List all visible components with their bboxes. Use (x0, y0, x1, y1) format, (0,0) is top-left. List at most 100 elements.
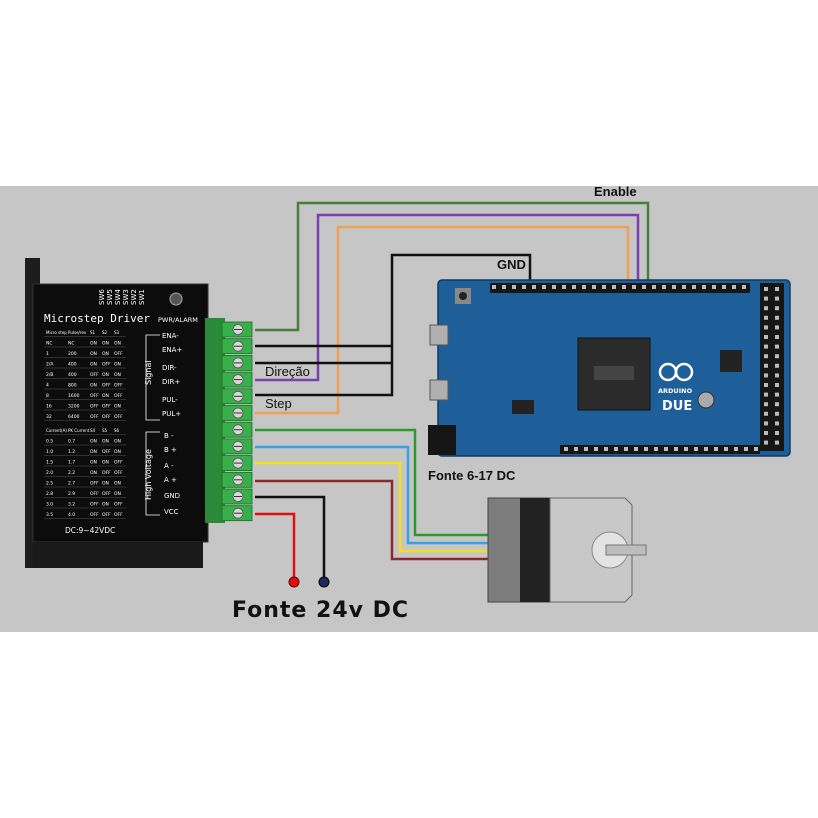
pin-icon (754, 447, 758, 451)
pin-icon (584, 447, 588, 451)
wire-power-red (255, 512, 296, 578)
table-cell: ON (114, 439, 121, 445)
table-header-cell: Micro step (46, 330, 67, 335)
arduino-model: DUE (662, 399, 692, 414)
switch-labels: SW6 SW5 SW4 SW3 SW2 SW1 (98, 289, 146, 305)
table-cell: ON (102, 481, 109, 487)
pin-icon (764, 402, 768, 407)
pin-icon (684, 447, 688, 451)
pin-icon (622, 285, 626, 289)
terminal-label: VCC (164, 508, 179, 516)
motor-shaft (605, 544, 647, 556)
pin-icon (692, 285, 696, 289)
pin-icon (775, 392, 779, 397)
usb-port-icon (429, 324, 449, 346)
pin-icon (775, 421, 779, 426)
table-cell: 2/B (46, 372, 53, 378)
table-cell: 1.2 (68, 449, 75, 455)
terminal-block-back (205, 318, 225, 523)
table-cell: ON (90, 383, 97, 389)
table-cell: OFF (114, 512, 123, 518)
terminal-label: DIR+ (162, 378, 180, 386)
table-cell: 4 (46, 383, 49, 389)
pwr-alarm-label: PWR/ALARM (158, 316, 198, 324)
motor-body-stripe (520, 498, 550, 602)
hv-bracket (145, 431, 160, 516)
mcu-logo-icon (594, 366, 634, 380)
switch-label: SW2 (130, 289, 138, 305)
table-cell: 1.7 (68, 460, 75, 466)
table-cell: ON (114, 341, 121, 347)
table-cell: ON (102, 393, 109, 399)
fonte-24v-label: Fonte 24v DC (232, 598, 409, 623)
terminal-label: A + (164, 476, 177, 484)
wire-motor-brown (255, 479, 492, 561)
pin-icon (562, 285, 566, 289)
table-cell: OFF (90, 491, 99, 497)
table-cell: OFF (102, 491, 111, 497)
table-cell: OFF (90, 393, 99, 399)
terminal-label: DIR- (162, 364, 177, 372)
pin-icon (592, 285, 596, 289)
table-cell: OFF (102, 383, 111, 389)
table-cell: OFF (114, 502, 123, 508)
table-cell: OFF (90, 404, 99, 410)
table-cell: OFF (102, 414, 111, 420)
table-cell: 0.5 (46, 439, 53, 445)
table-cell: OFF (114, 383, 123, 389)
table-cell: ON (102, 439, 109, 445)
table-cell: 8 (46, 393, 49, 399)
table-cell: ON (90, 351, 97, 357)
switch-label: SW3 (122, 289, 130, 305)
table-header-cell: S6 (114, 428, 120, 433)
table-header-cell: PK Current (68, 428, 90, 433)
table-cell: OFF (90, 372, 99, 378)
arduino-right-header (760, 283, 784, 451)
pin-icon (604, 447, 608, 451)
table-cell: ON (102, 460, 109, 466)
fonte-arduino-label: Fonte 6-17 DC (428, 468, 516, 483)
direcao-label: Direção (265, 364, 310, 379)
pin-icon (775, 315, 779, 320)
pin-icon (775, 287, 779, 291)
table-cell: OFF (114, 414, 123, 420)
pin-icon (775, 431, 779, 435)
table-cell: ON (102, 502, 109, 508)
pin-icon (704, 447, 708, 451)
table-cell: OFF (102, 470, 111, 476)
table-cell: OFF (114, 351, 123, 357)
table-header-cell: S3 (114, 330, 120, 335)
pin-icon (775, 354, 779, 359)
table-cell: 1 (46, 351, 49, 357)
table-cell: 3.2 (68, 502, 75, 508)
pin-icon (764, 306, 768, 311)
stepper-motor (487, 497, 647, 603)
pin-icon (654, 447, 658, 451)
pin-icon (694, 447, 698, 451)
capacitor-icon (697, 391, 715, 409)
terminal-label: B - (164, 432, 174, 440)
table-cell: 800 (68, 383, 77, 389)
pin-icon (682, 285, 686, 289)
switch-label: SW6 (98, 289, 106, 305)
pin-icon (764, 373, 768, 378)
pin-icon (775, 335, 779, 339)
table-cell: OFF (114, 460, 123, 466)
terminal-label: PUL- (162, 396, 178, 404)
pin-icon (775, 325, 779, 330)
pin-icon (602, 285, 606, 289)
pin-icon (775, 306, 779, 311)
arduino-top-header (490, 283, 750, 293)
ic-icon (512, 400, 534, 414)
pin-icon (702, 285, 706, 289)
table-cell: 200 (68, 351, 77, 357)
pin-icon (764, 411, 768, 416)
pin-icon (775, 344, 779, 349)
table-cell: 0.7 (68, 439, 75, 445)
driver-led-icon (169, 292, 183, 306)
pin-icon (634, 447, 638, 451)
table-cell: OFF (102, 404, 111, 410)
pin-icon (502, 285, 506, 289)
table-cell: NC (68, 341, 75, 347)
